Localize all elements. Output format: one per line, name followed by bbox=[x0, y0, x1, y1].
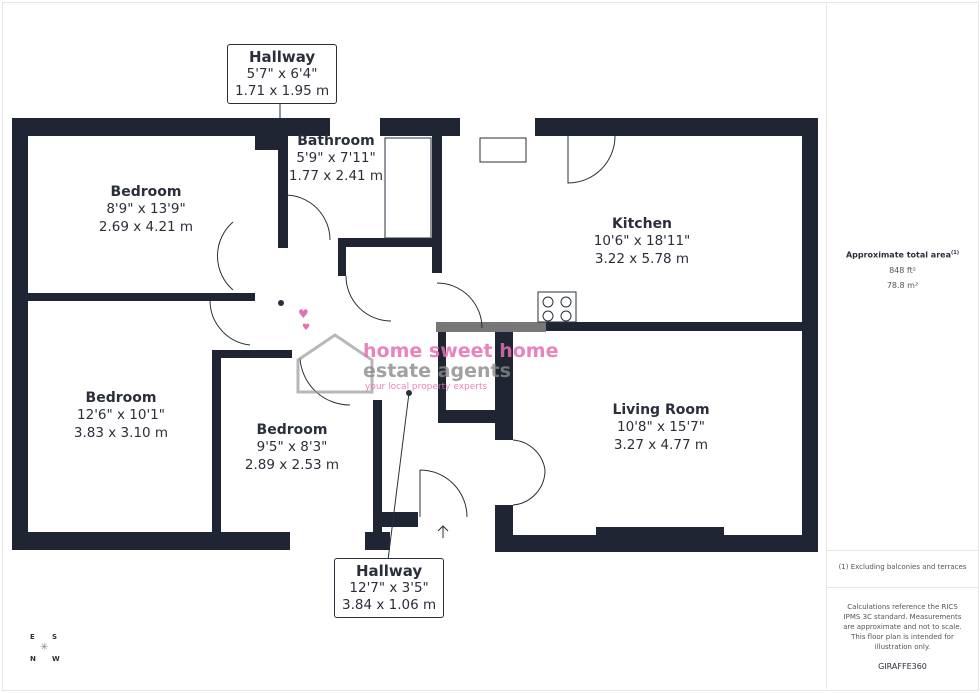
light-icon bbox=[278, 300, 284, 306]
room-imperial: 12'7" x 3'5" bbox=[349, 580, 429, 596]
room-name: Kitchen bbox=[611, 216, 673, 232]
door-swing bbox=[512, 439, 546, 506]
watermark-line1: home sweet home bbox=[363, 340, 559, 362]
room-metric: 2.89 x 2.53 m bbox=[244, 457, 340, 473]
room-kitchen: Kitchen 10'6" x 18'11" 3.22 x 5.78 m bbox=[594, 216, 691, 268]
room-imperial: 10'8" x 15'7" bbox=[617, 419, 705, 435]
door-swing bbox=[209, 300, 251, 346]
room-metric: 3.84 x 1.06 m bbox=[342, 597, 437, 613]
room-name: Hallway bbox=[355, 562, 423, 580]
door-swing bbox=[567, 135, 616, 184]
divider bbox=[827, 550, 978, 551]
watermark-line2: estate agents bbox=[363, 360, 511, 382]
room-metric: 3.27 x 4.77 m bbox=[613, 437, 709, 453]
footnote: (1) Excluding balconies and terraces bbox=[838, 563, 967, 571]
callout-hallway-bottom: Hallway 12'7" x 3'5" 3.84 x 1.06 m bbox=[334, 558, 445, 618]
room-name: Bedroom bbox=[256, 422, 328, 438]
svg-text:♥: ♥ bbox=[298, 307, 309, 321]
door-swing bbox=[419, 469, 468, 518]
hob-icon bbox=[537, 291, 577, 323]
door-swing bbox=[216, 221, 234, 291]
callout-line bbox=[387, 392, 410, 561]
sink-icon bbox=[479, 137, 527, 163]
brand-logo: GIRAFFE360 bbox=[878, 662, 927, 671]
room-bedroom-2: Bedroom 12'6" x 10'1" 3.83 x 3.10 m bbox=[74, 390, 168, 442]
room-name: Bedroom bbox=[85, 390, 157, 406]
room-imperial: 12'6" x 10'1" bbox=[77, 407, 165, 423]
area-m: 78.8 m² bbox=[886, 281, 919, 290]
divider bbox=[827, 587, 978, 588]
callout-hallway-top: Hallway 5'7" x 6'4" 1.71 x 1.95 m bbox=[227, 44, 338, 104]
door-swing bbox=[436, 282, 483, 329]
room-bathroom: Bathroom 5'9" x 7'11" 1.77 x 2.41 m bbox=[289, 133, 383, 185]
room-metric: 1.71 x 1.95 m bbox=[235, 83, 330, 99]
fixtures bbox=[209, 135, 616, 538]
compass-w: W bbox=[52, 655, 60, 663]
watermark-line3: your local property experts bbox=[365, 382, 488, 392]
room-name: Hallway bbox=[248, 48, 316, 66]
walls bbox=[12, 118, 818, 552]
floor-plan: ♥♥ bbox=[12, 66, 818, 561]
heart-icon: ♥♥ bbox=[298, 307, 310, 333]
room-metric: 1.77 x 2.41 m bbox=[288, 168, 384, 184]
svg-text:♥: ♥ bbox=[302, 323, 310, 333]
room-living-room: Living Room 10'8" x 15'7" 3.27 x 4.77 m bbox=[612, 402, 709, 454]
info-sidebar: Approximate total area(1) 848 ft² 78.8 m… bbox=[826, 2, 978, 689]
room-name: Bathroom bbox=[297, 133, 375, 149]
room-bedroom-3: Bedroom 9'5" x 8'3" 2.89 x 2.53 m bbox=[245, 422, 339, 474]
room-bedroom-1: Bedroom 8'9" x 13'9" 2.69 x 4.21 m bbox=[99, 184, 193, 236]
entrance-arrow-icon bbox=[437, 525, 449, 538]
room-imperial: 9'5" x 8'3" bbox=[256, 439, 328, 455]
shower-icon bbox=[384, 137, 432, 239]
area-title: Approximate total area(1) bbox=[845, 250, 960, 260]
door-swing bbox=[299, 357, 351, 406]
door-swing bbox=[345, 275, 392, 322]
compass-e: E bbox=[30, 633, 35, 641]
room-name: Living Room bbox=[612, 402, 710, 418]
disclaimer: Calculations reference the RICS IPMS 3C … bbox=[843, 603, 962, 651]
room-imperial: 10'6" x 18'11" bbox=[593, 233, 691, 249]
room-imperial: 5'7" x 6'4" bbox=[246, 66, 318, 82]
room-metric: 3.83 x 3.10 m bbox=[73, 425, 169, 441]
room-imperial: 8'9" x 13'9" bbox=[106, 201, 186, 217]
room-metric: 3.22 x 5.78 m bbox=[594, 251, 690, 267]
compass-n: N bbox=[30, 655, 36, 663]
area-ft: 848 ft² bbox=[889, 266, 916, 275]
door-swing bbox=[284, 194, 331, 241]
room-name: Bedroom bbox=[110, 184, 182, 200]
watermark-house-icon bbox=[296, 333, 374, 394]
room-metric: 2.69 x 4.21 m bbox=[98, 219, 194, 235]
compass-s: S bbox=[52, 633, 58, 641]
counter bbox=[436, 322, 546, 332]
room-imperial: 5'9" x 7'11" bbox=[296, 150, 376, 166]
